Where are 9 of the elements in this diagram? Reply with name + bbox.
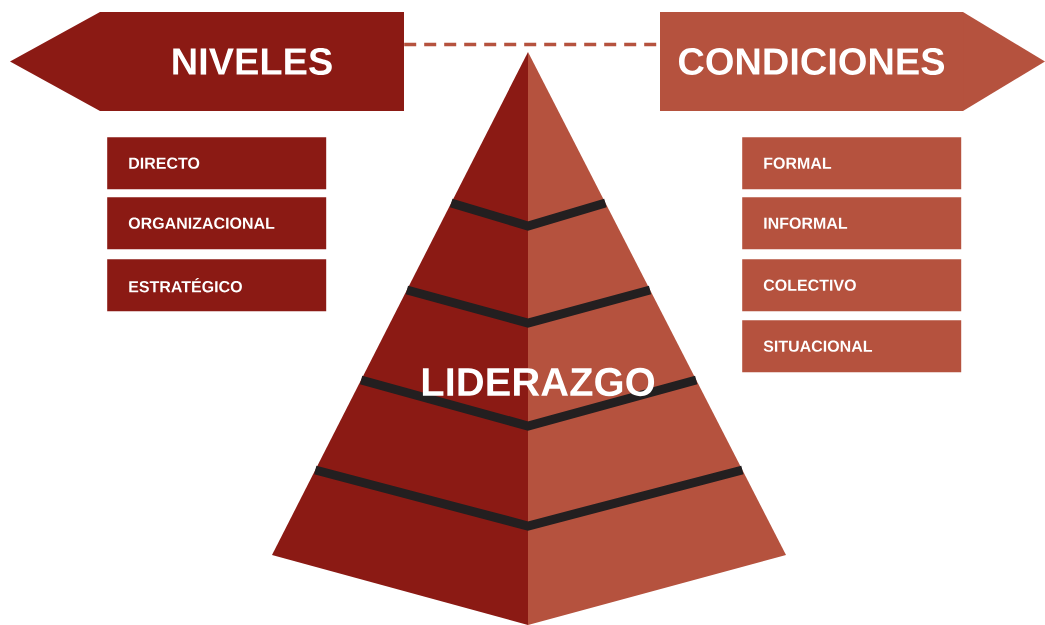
label-box: FORMAL [742,137,962,190]
arrow-banner: NIVELES [10,12,404,111]
label-box: DIRECTO [107,137,327,190]
label-box: ORGANIZACIONAL [107,197,327,250]
label-box: COLECTIVO [742,259,962,312]
label-box: SITUACIONAL [742,320,962,373]
label-box: INFORMAL [742,197,962,250]
label-box: ESTRATÉGICO [107,259,327,312]
arrow-banner: CONDICIONES [660,12,1045,111]
